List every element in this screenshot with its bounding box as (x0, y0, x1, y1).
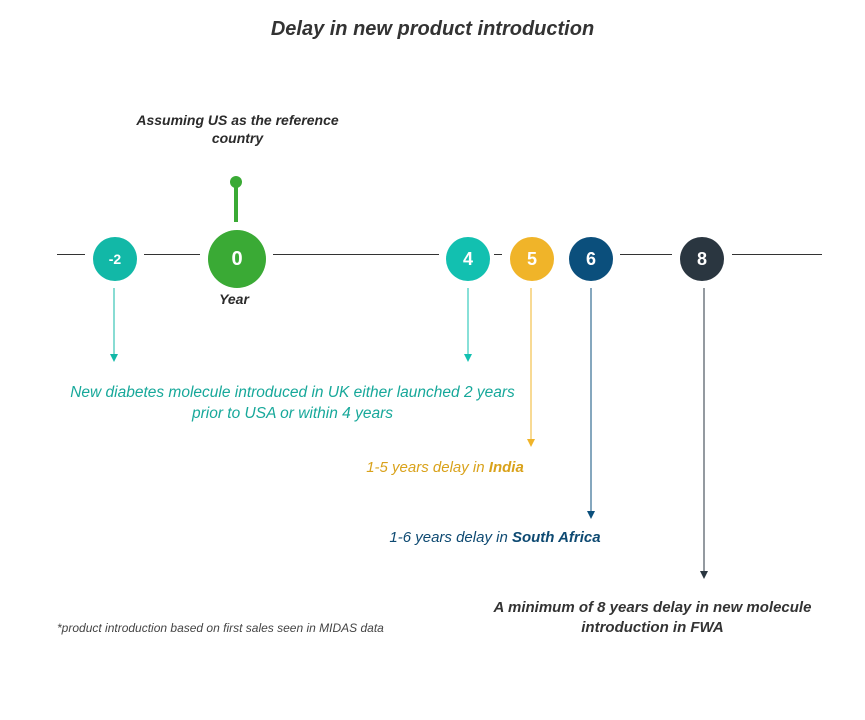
south-africa-annotation-prefix: 1-6 years delay in (389, 529, 512, 546)
arrow-minus-2 (110, 288, 118, 362)
india-annotation-prefix: 1-5 years delay in (366, 459, 489, 476)
south-africa-annotation-country: South Africa (511, 529, 601, 546)
year-label: Year (219, 291, 249, 307)
page-title: Delay in new product introduction (270, 18, 595, 40)
timeline-marker-5: 5 (510, 237, 554, 281)
arrow-8 (700, 288, 708, 579)
timeline-segment (732, 254, 822, 255)
timeline-marker-4: 4 (446, 237, 490, 281)
reference-pin-head (230, 176, 242, 188)
reference-pin-stem (234, 186, 238, 222)
india-annotation-country: India (488, 459, 524, 476)
reference-pin (230, 176, 242, 226)
arrow-4 (464, 288, 472, 362)
timeline-segment (494, 254, 502, 255)
timeline-segment (620, 254, 672, 255)
uk-annotation: New diabetes molecule introduced in UK e… (70, 384, 515, 422)
timeline-marker-8: 8 (680, 237, 724, 281)
timeline-marker-0: 0 (208, 230, 266, 288)
timeline-segment (144, 254, 200, 255)
timeline-segment (57, 254, 85, 255)
south-africa-annotation: 1-6 years delay in South Africa (340, 529, 650, 546)
footnote: *product introduction based on first sal… (57, 621, 384, 635)
timeline-marker-6: 6 (569, 237, 613, 281)
india-annotation: 1-5 years delay in India (300, 459, 590, 476)
arrow-5 (527, 288, 535, 447)
arrow-6 (587, 288, 595, 519)
fwa-annotation: A minimum of 8 years delay in new molecu… (493, 599, 812, 636)
timeline-segment (273, 254, 439, 255)
reference-note: Assuming US as the reference country (136, 112, 339, 146)
timeline-marker-minus-2: -2 (93, 237, 137, 281)
